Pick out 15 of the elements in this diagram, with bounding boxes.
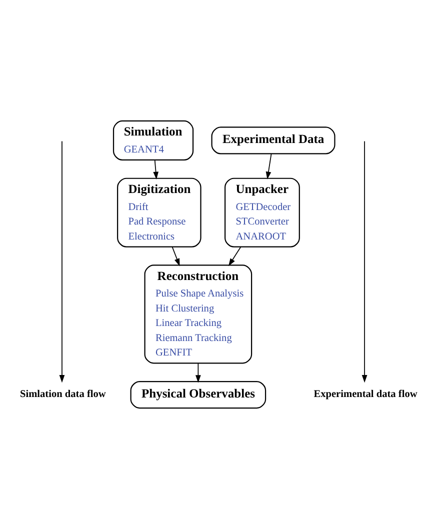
arrow: [59, 140, 65, 383]
node-box: Digitization Drift Pad Response Electronics: [117, 178, 202, 248]
arrow: [196, 362, 201, 383]
node-box: Reconstruction Pulse Shape Analysis Hit Clustering Linear Tracking Riemann Tracking GENFIT: [144, 264, 252, 364]
node-box: Unpacker GETDecoder STConverter ANAROOT: [224, 178, 300, 248]
arrow: [153, 160, 158, 180]
node-text: Experimental data flow: [314, 389, 418, 400]
node-text: Simlation data flow: [20, 389, 106, 400]
arrow: [172, 246, 180, 266]
node-box: Experimental Data: [211, 126, 336, 154]
node-box: Simulation GEANT4: [112, 120, 194, 161]
arrow: [266, 153, 272, 180]
arrow: [362, 140, 368, 383]
node-box: Physical Observables: [130, 381, 266, 409]
arrow: [228, 246, 242, 266]
